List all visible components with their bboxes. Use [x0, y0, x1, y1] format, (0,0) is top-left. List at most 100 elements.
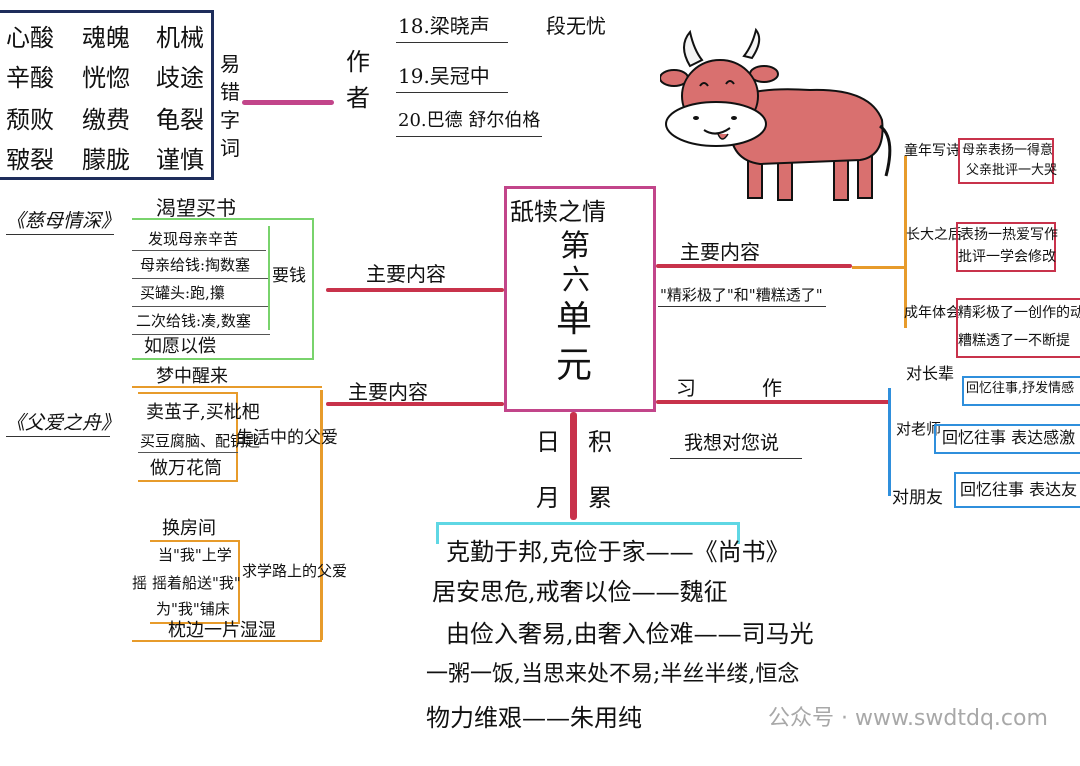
hard-word: 缴费 — [82, 106, 130, 134]
underline — [396, 136, 542, 137]
hard-word: 朦胧 — [82, 146, 130, 174]
author-extra: 段无忧 — [546, 14, 606, 38]
group-line: 糟糕透了一不断提 — [958, 333, 1070, 349]
item-text: 买豆腐脑、配钥匙 — [140, 432, 261, 450]
branch-label-writing: 作 — [762, 376, 782, 400]
quote-line: 一粥一饭,当思来处不易;半丝半缕,恒念 — [426, 662, 800, 687]
item-text: 换房间 — [162, 518, 216, 539]
watermark: 公众号 · www.swdtdq.com — [768, 706, 1048, 731]
quotes-bracket — [436, 522, 740, 544]
hard-word: 皲裂 — [6, 146, 54, 174]
group-line: 表扬一热爱写作 — [960, 227, 1058, 243]
group-line: 回忆往事,抒发情感 — [966, 381, 1075, 396]
center-box — [504, 186, 656, 412]
hard-words-box — [0, 10, 214, 180]
branch-line-left-bottom — [326, 402, 504, 406]
lesson-title-jingcai: "精彩极了"和"糟糕透了" — [660, 286, 823, 304]
item-text: 二次给钱:凑,数塞 — [136, 312, 251, 330]
underline — [396, 92, 508, 93]
center-unit-char: 第 — [560, 229, 590, 264]
hard-word: 歧途 — [156, 64, 204, 92]
hard-word: 辛酸 — [6, 64, 54, 92]
group-line: 母亲表扬一得意 — [962, 143, 1054, 158]
item-text: 做万花筒 — [150, 458, 222, 479]
item-text: 母亲给钱:掏数塞 — [140, 256, 251, 274]
hard-word: 魂魄 — [82, 24, 130, 52]
quote-line: 物力维艰——朱用纯 — [426, 704, 642, 732]
orange-line — [132, 386, 322, 388]
group-label-study: 求学路上的父爱 — [242, 562, 348, 580]
hard-word: 恍惚 — [82, 64, 130, 92]
center-unit-char: 六 — [562, 263, 591, 296]
group-box-blue — [962, 376, 1080, 406]
group-label: 成年体会 — [904, 305, 960, 321]
item-text: 卖茧子,买枇杷 — [146, 402, 260, 423]
underline — [132, 250, 266, 251]
item-prefix: 摇 — [132, 574, 148, 592]
right-bottom-spine — [888, 388, 891, 496]
underline — [396, 42, 508, 43]
item-text: 发现母亲辛苦 — [148, 230, 239, 248]
center-unit-char: 单 — [556, 299, 593, 340]
branch-line-right-bottom — [656, 400, 890, 404]
group-line: 父亲批评一大哭 — [966, 163, 1058, 178]
green-bracket — [132, 218, 314, 360]
underline — [132, 306, 270, 307]
hard-word: 谨慎 — [156, 146, 204, 174]
connector-hard-words — [242, 100, 334, 105]
label-char: 词 — [220, 136, 240, 160]
branch-label-main-content-2: 主要内容 — [348, 380, 428, 404]
right-top-spine — [904, 156, 907, 328]
hard-word: 心酸 — [6, 24, 54, 52]
item-text: 如愿以偿 — [144, 336, 216, 357]
branch-label-writing-prefix: 习 — [676, 376, 696, 400]
group-label: 对朋友 — [892, 488, 943, 508]
label-char: 者 — [346, 84, 370, 112]
cow-illustration — [660, 27, 892, 201]
quote-line: 克勤于邦,克俭于家——《尚书》 — [446, 538, 790, 566]
label-char: 作 — [346, 48, 370, 76]
item-text: 买罐头:跑,攥 — [140, 284, 225, 302]
center-title: 舐犊之情 — [510, 198, 606, 226]
branch-line-right-top — [656, 264, 852, 268]
group-label: 长大之后 — [906, 227, 962, 243]
group-label-life: 生活中的父爱 — [236, 428, 338, 448]
accum-char: 日 — [536, 428, 560, 456]
group-label: 童年写诗 — [904, 143, 960, 159]
lesson-title-fuaizhizhou: 《父爱之舟》 — [6, 412, 121, 434]
hard-word: 机械 — [156, 24, 204, 52]
author-lesson-20: 20.巴德 舒尔伯格 — [398, 110, 541, 131]
underline — [138, 452, 238, 453]
group-line: 回忆往事 表达友 — [960, 480, 1078, 499]
group-label: 要钱 — [272, 266, 306, 286]
quote-line: 由俭入奢易,由奢入俭难——司马光 — [446, 620, 814, 648]
group-box-blue — [954, 472, 1080, 508]
life-bracket — [138, 392, 238, 482]
group-box-blue — [934, 424, 1080, 454]
orange-bracket-spine — [320, 390, 323, 640]
accum-char: 月 — [536, 484, 560, 512]
group-line: 精彩极了一创作的动 — [958, 305, 1080, 321]
group-box-red — [956, 298, 1080, 358]
group-bracket — [268, 226, 308, 330]
branch-label-main-content: 主要内容 — [366, 262, 446, 286]
label-char: 字 — [220, 108, 240, 132]
underline — [670, 458, 802, 459]
right-top-connector — [852, 266, 906, 269]
underline — [132, 334, 270, 335]
group-box-red — [956, 222, 1056, 272]
group-line: 批评一学会修改 — [958, 249, 1056, 265]
branch-line-bottom — [570, 412, 577, 520]
hard-word: 龟裂 — [156, 106, 204, 134]
lesson-title-cimuqingshen: 《慈母情深》 — [6, 210, 121, 232]
group-line: 回忆往事 表达感激 — [942, 428, 1076, 447]
branch-line-left-top — [326, 288, 504, 292]
accum-char: 积 — [588, 428, 612, 456]
study-bracket — [150, 540, 240, 624]
branch-label-right-main: 主要内容 — [680, 240, 760, 264]
item-text: 为"我"铺床 — [156, 600, 230, 618]
underline — [6, 234, 114, 235]
label-char: 错 — [220, 80, 240, 104]
item-text: 渴望买书 — [156, 196, 236, 220]
underline — [658, 306, 826, 307]
